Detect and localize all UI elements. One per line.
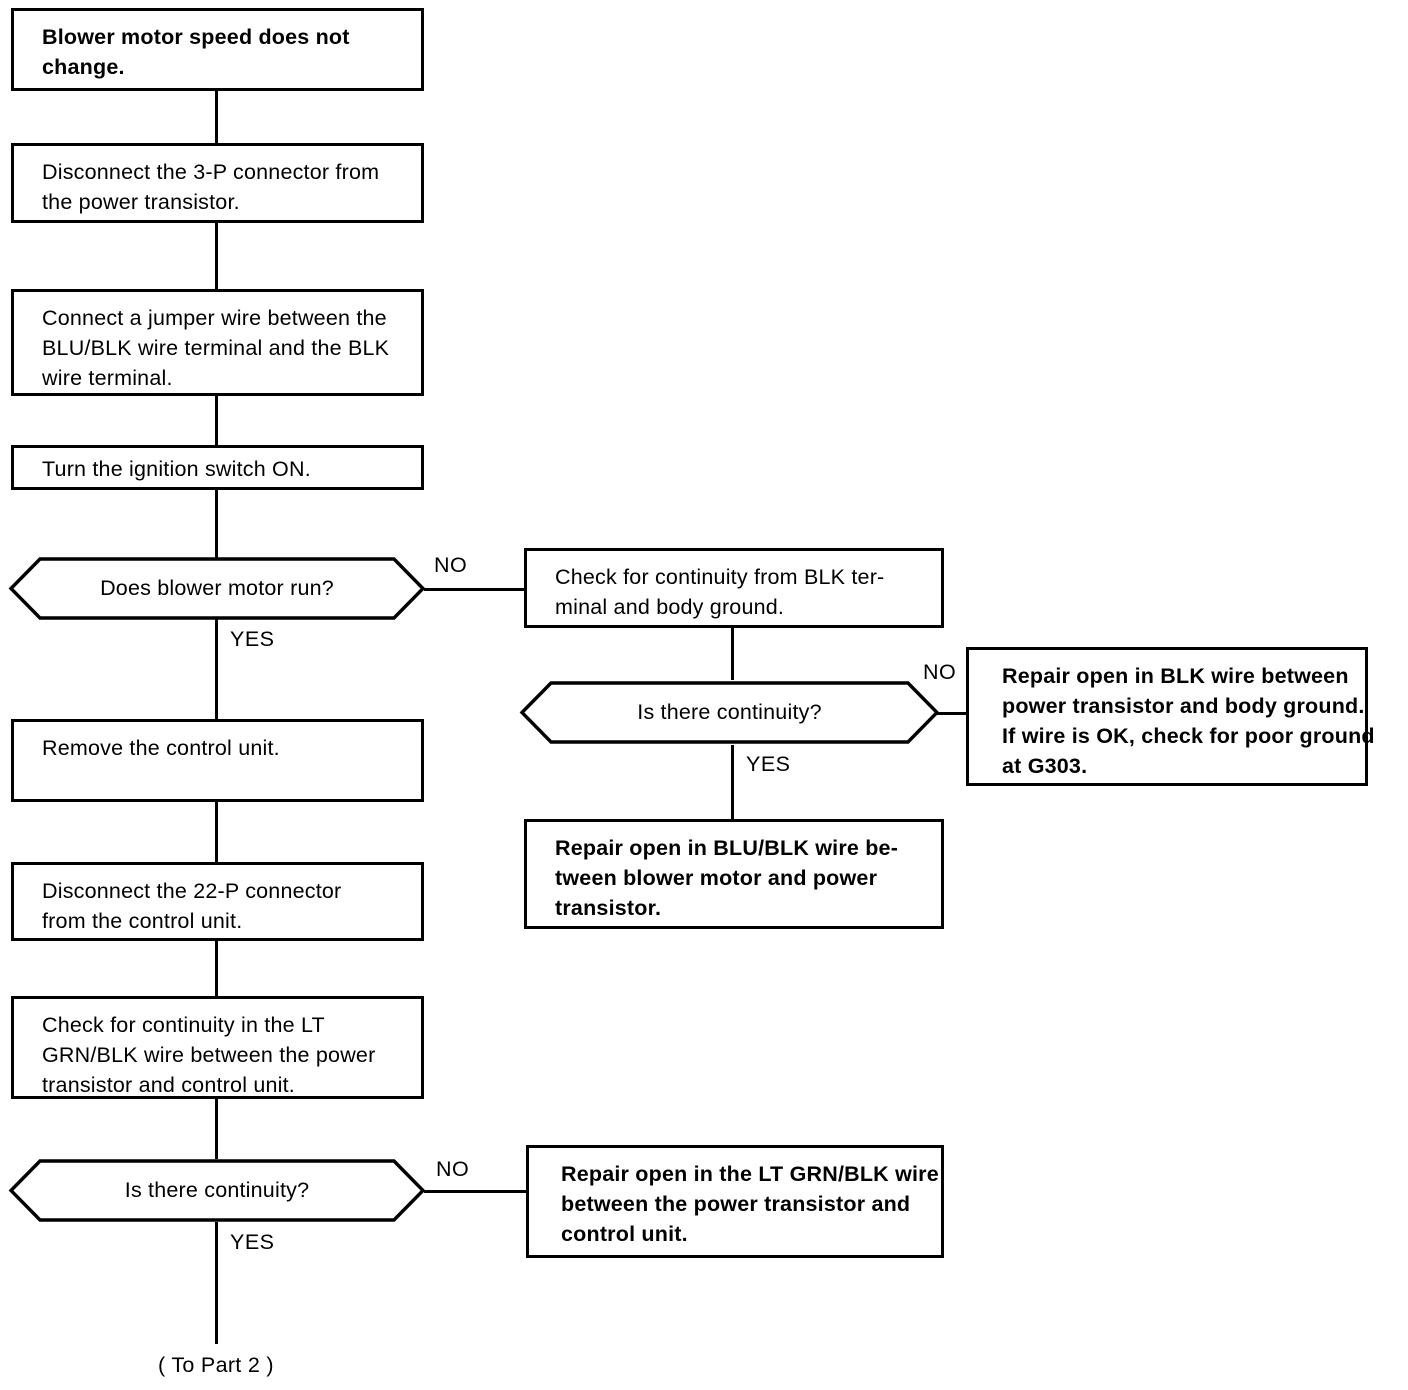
node-connect-jumper-wire: Connect a jumper wire between the BLU/BL… [11, 289, 424, 396]
node-text-line: transistor and control unit. [42, 1073, 295, 1097]
decision-label: Does blower motor run? [100, 575, 334, 600]
connector-disconnect3p-to-jumper [215, 223, 218, 289]
node-text-line: at G303. [1002, 754, 1088, 778]
node-repair-open-blu-blk-wire: Repair open in BLU/BLK wire be- tween bl… [524, 819, 944, 929]
branch-label-continuity1-yes: YES [746, 752, 791, 776]
node-text-line: power transistor and body ground. [1002, 694, 1365, 718]
node-disconnect-22p-connector: Disconnect the 22-P connector from the c… [11, 862, 424, 941]
decision-is-there-continuity-blk: Is there continuity? [519, 680, 940, 745]
node-text-line: GRN/BLK wire between the power [42, 1043, 376, 1067]
decision-does-blower-motor-run: Does blower motor run? [8, 556, 426, 621]
connector-disconnect22p-to-check-lt [215, 941, 218, 996]
connector-q3-no-to-repair-lt-grn [424, 1190, 528, 1193]
branch-label-continuity2-yes: YES [230, 1230, 275, 1254]
node-text-line: If wire is OK, check for poor ground [1002, 724, 1375, 748]
node-text: Disconnect the 22-P connector from the c… [42, 876, 407, 936]
connector-check-lt-to-q3 [215, 1099, 218, 1159]
connector-q1-no-to-check-blk [424, 588, 526, 591]
node-text-line: change. [42, 55, 125, 79]
branch-label-blower-run-no: NO [434, 553, 468, 577]
connector-start-to-disconnect3p [215, 91, 218, 143]
decision-is-there-continuity-lt-grn: Is there continuity? [8, 1158, 426, 1223]
connector-ignition-to-q1 [215, 490, 218, 558]
node-check-continuity-lt-grn-blk: Check for continuity in the LT GRN/BLK w… [11, 996, 424, 1099]
node-text-line: Repair open in BLK wire between [1002, 664, 1349, 688]
node-check-continuity-blk-terminal: Check for continuity from BLK ter- minal… [524, 548, 944, 628]
node-text: Disconnect the 3-P connector from the po… [42, 157, 407, 217]
node-remove-control-unit: Remove the control unit. [11, 719, 424, 802]
node-text-line: from the control unit. [42, 909, 243, 933]
decision-label: Is there continuity? [637, 699, 822, 724]
branch-label-blower-run-yes: YES [230, 627, 275, 651]
node-text-line: Check for continuity in the LT [42, 1013, 325, 1037]
branch-label-continuity2-no: NO [436, 1157, 470, 1181]
node-text: Remove the control unit. [42, 733, 407, 763]
connector-remove-to-disconnect22p [215, 802, 218, 862]
node-text: Check for continuity in the LT GRN/BLK w… [42, 1010, 407, 1100]
node-disconnect-3p-connector: Disconnect the 3-P connector from the po… [11, 143, 424, 223]
branch-label-continuity1-no: NO [923, 660, 957, 684]
node-text: Blower motor speed does not change. [42, 22, 407, 82]
connector-check-blk-to-q2 [731, 628, 734, 680]
node-text: Connect a jumper wire between the BLU/BL… [42, 303, 407, 393]
node-text-line: Repair open in BLU/BLK wire be- [555, 836, 899, 860]
connector-q3-yes-to-part2 [215, 1222, 218, 1344]
connector-q1-yes-to-remove-control-unit [215, 619, 218, 719]
footer-to-part-2: ( To Part 2 ) [158, 1353, 274, 1377]
node-text-line: Check for continuity from BLK ter- [555, 565, 885, 589]
node-repair-open-blk-wire-g303: Repair open in BLK wire between power tr… [966, 647, 1375, 786]
node-text-line: the power transistor. [42, 190, 240, 214]
node-text: Check for continuity from BLK ter- minal… [555, 562, 927, 622]
node-text-line: Blower motor speed does not [42, 25, 350, 49]
node-text: Repair open in BLU/BLK wire be- tween bl… [555, 833, 927, 923]
node-text-line: Remove the control unit. [42, 736, 280, 760]
node-turn-ignition-switch-on: Turn the ignition switch ON. [11, 445, 424, 490]
node-text-line: wire terminal. [42, 366, 173, 390]
node-text-line: Connect a jumper wire between the [42, 306, 387, 330]
hexagon-shape [8, 1159, 426, 1222]
node-text-line: Repair open in the LT GRN/BLK wire [561, 1162, 939, 1186]
node-text-line: Disconnect the 22-P connector [42, 879, 342, 903]
node-text-line: Disconnect the 3-P connector from [42, 160, 380, 184]
connector-q2-yes-to-repair-blu-blk [731, 745, 734, 819]
node-text-line: minal and body ground. [555, 595, 785, 619]
node-repair-open-lt-grn-blk-wire: Repair open in the LT GRN/BLK wire betwe… [526, 1145, 944, 1258]
decision-label: Is there continuity? [124, 1177, 310, 1202]
node-text: Turn the ignition switch ON. [42, 454, 407, 484]
node-text-line: transistor. [555, 896, 662, 920]
hexagon-shape [8, 557, 426, 620]
node-text-line: tween blower motor and power [555, 866, 878, 890]
node-text-line: control unit. [561, 1222, 688, 1246]
connector-jumper-to-ignition [215, 396, 218, 445]
node-text-line: Turn the ignition switch ON. [42, 457, 311, 481]
node-text: Repair open in BLK wire between power tr… [1002, 661, 1375, 781]
node-text-line: between the power transistor and [561, 1192, 911, 1216]
node-blower-motor-speed-does-not-change: Blower motor speed does not change. [11, 8, 424, 91]
node-text-line: BLU/BLK wire terminal and the BLK [42, 336, 390, 360]
node-text: Repair open in the LT GRN/BLK wire betwe… [561, 1159, 939, 1249]
connector-q2-no-to-repair-blk [936, 712, 968, 715]
